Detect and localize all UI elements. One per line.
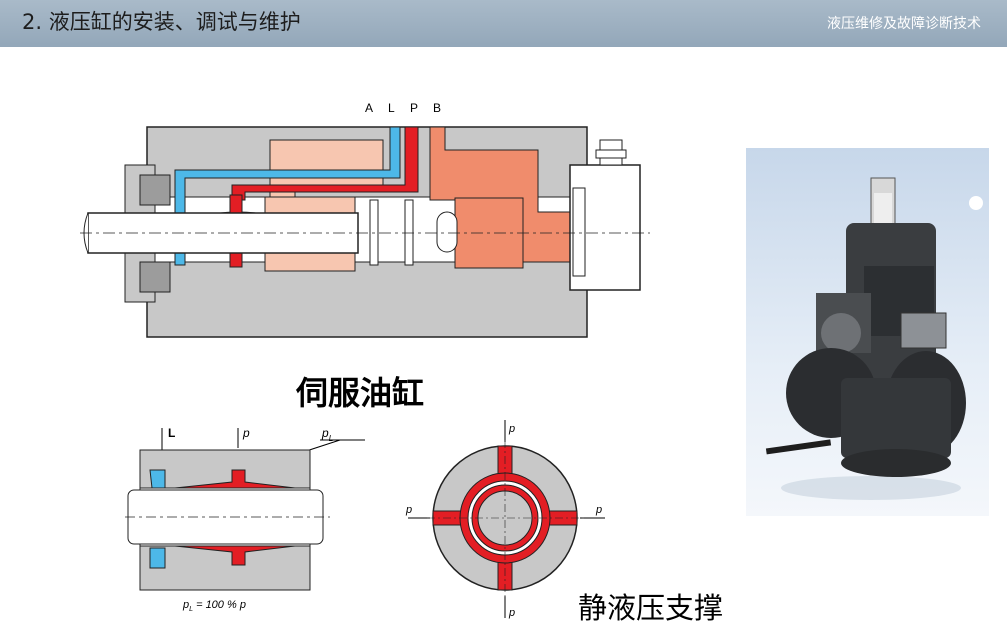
leak-label: L: [168, 426, 175, 440]
course-title: 液压维修及故障诊断技术: [827, 16, 981, 32]
port-label-l: L: [388, 101, 395, 115]
support-caption: 静液压支撑: [578, 591, 724, 625]
slide-title: 2. 液压缸的安装、调试与维护: [22, 10, 301, 34]
pressure-formula: pL = 100 % p: [182, 599, 246, 613]
servo-cylinder-caption: 伺服油缸: [296, 374, 425, 412]
header-bar: 2. 液压缸的安装、调试与维护 液压维修及故障诊断技术: [0, 0, 1007, 47]
pressure-right: p: [595, 504, 602, 516]
pocket-pressure-label: pL: [321, 426, 333, 443]
servo-cylinder-diagram: A L P B: [80, 101, 650, 338]
port-label-b: B: [433, 101, 441, 115]
pressure-left: p: [405, 504, 412, 516]
port-label-p: P: [410, 101, 418, 115]
port-label-a: A: [365, 101, 373, 115]
servo-cylinder-photo: [746, 148, 989, 516]
pressure-label: p: [242, 426, 250, 440]
pressure-bottom: p: [508, 607, 515, 619]
hydrostatic-support-diagram: p p p p: [405, 420, 605, 619]
pressure-top: p: [508, 423, 515, 435]
hydrostatic-bearing-diagram: L p pL pL = 100 % p: [125, 426, 365, 613]
